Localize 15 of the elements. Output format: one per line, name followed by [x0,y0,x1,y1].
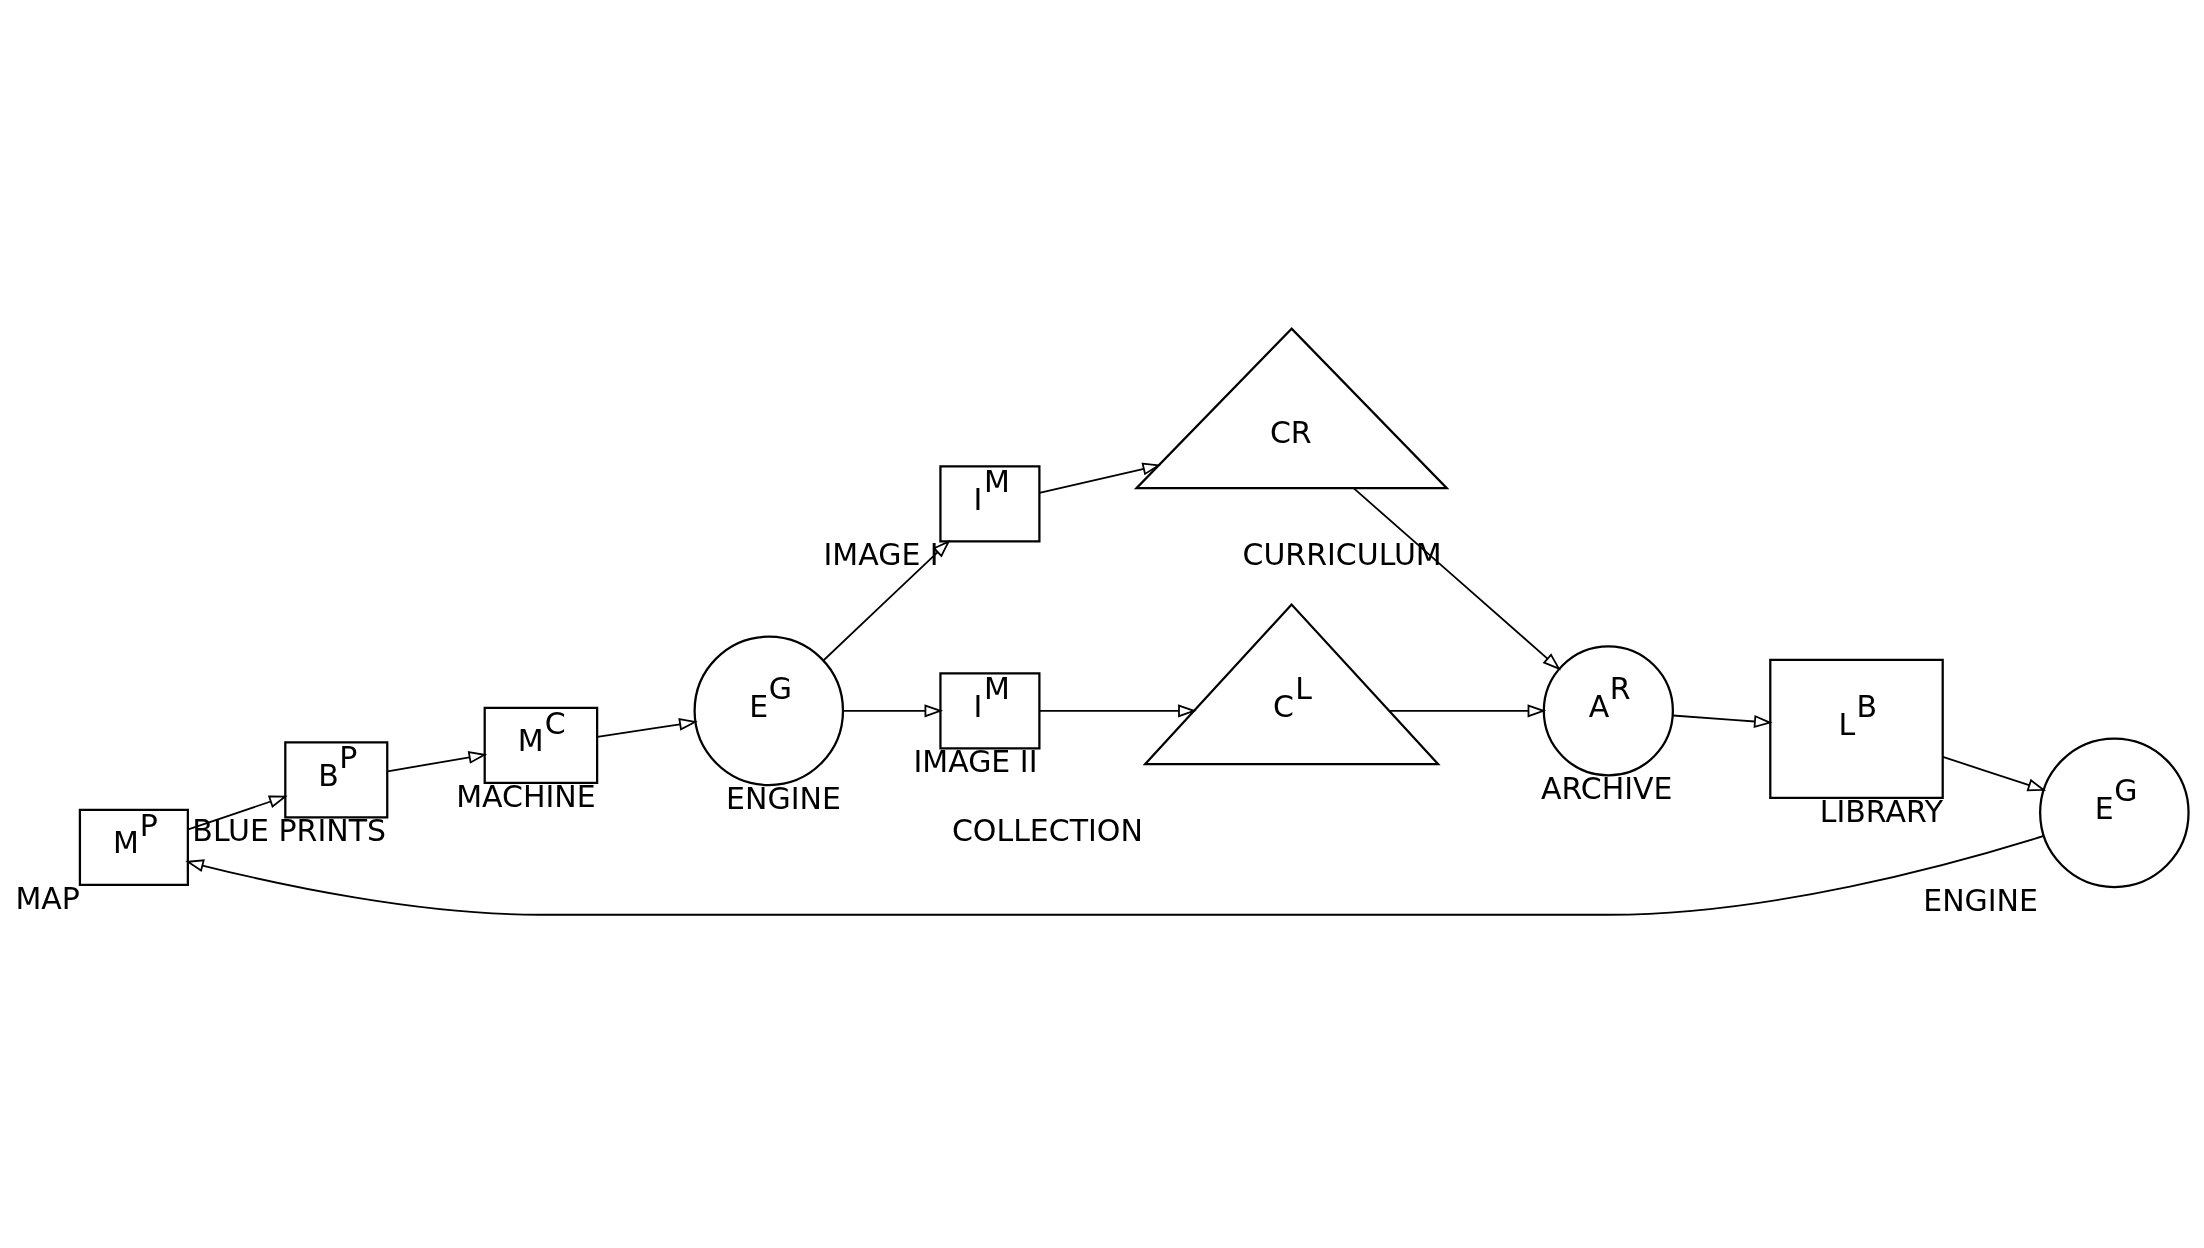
arrow [386,750,488,772]
arrow [1941,755,2047,791]
arrow [1352,486,1561,670]
arrow [1038,703,1197,717]
node-label: ENGINE [1923,882,2038,918]
arrow [1038,462,1162,494]
arrow [822,539,951,661]
arrow [187,795,288,830]
arrow [1388,703,1547,717]
arrow [1672,714,1773,728]
node-label: COLLECTION [951,812,1143,848]
arrow [596,717,698,738]
arrow [842,703,944,717]
node-label: MAP [15,880,80,916]
arrow [185,834,2045,916]
